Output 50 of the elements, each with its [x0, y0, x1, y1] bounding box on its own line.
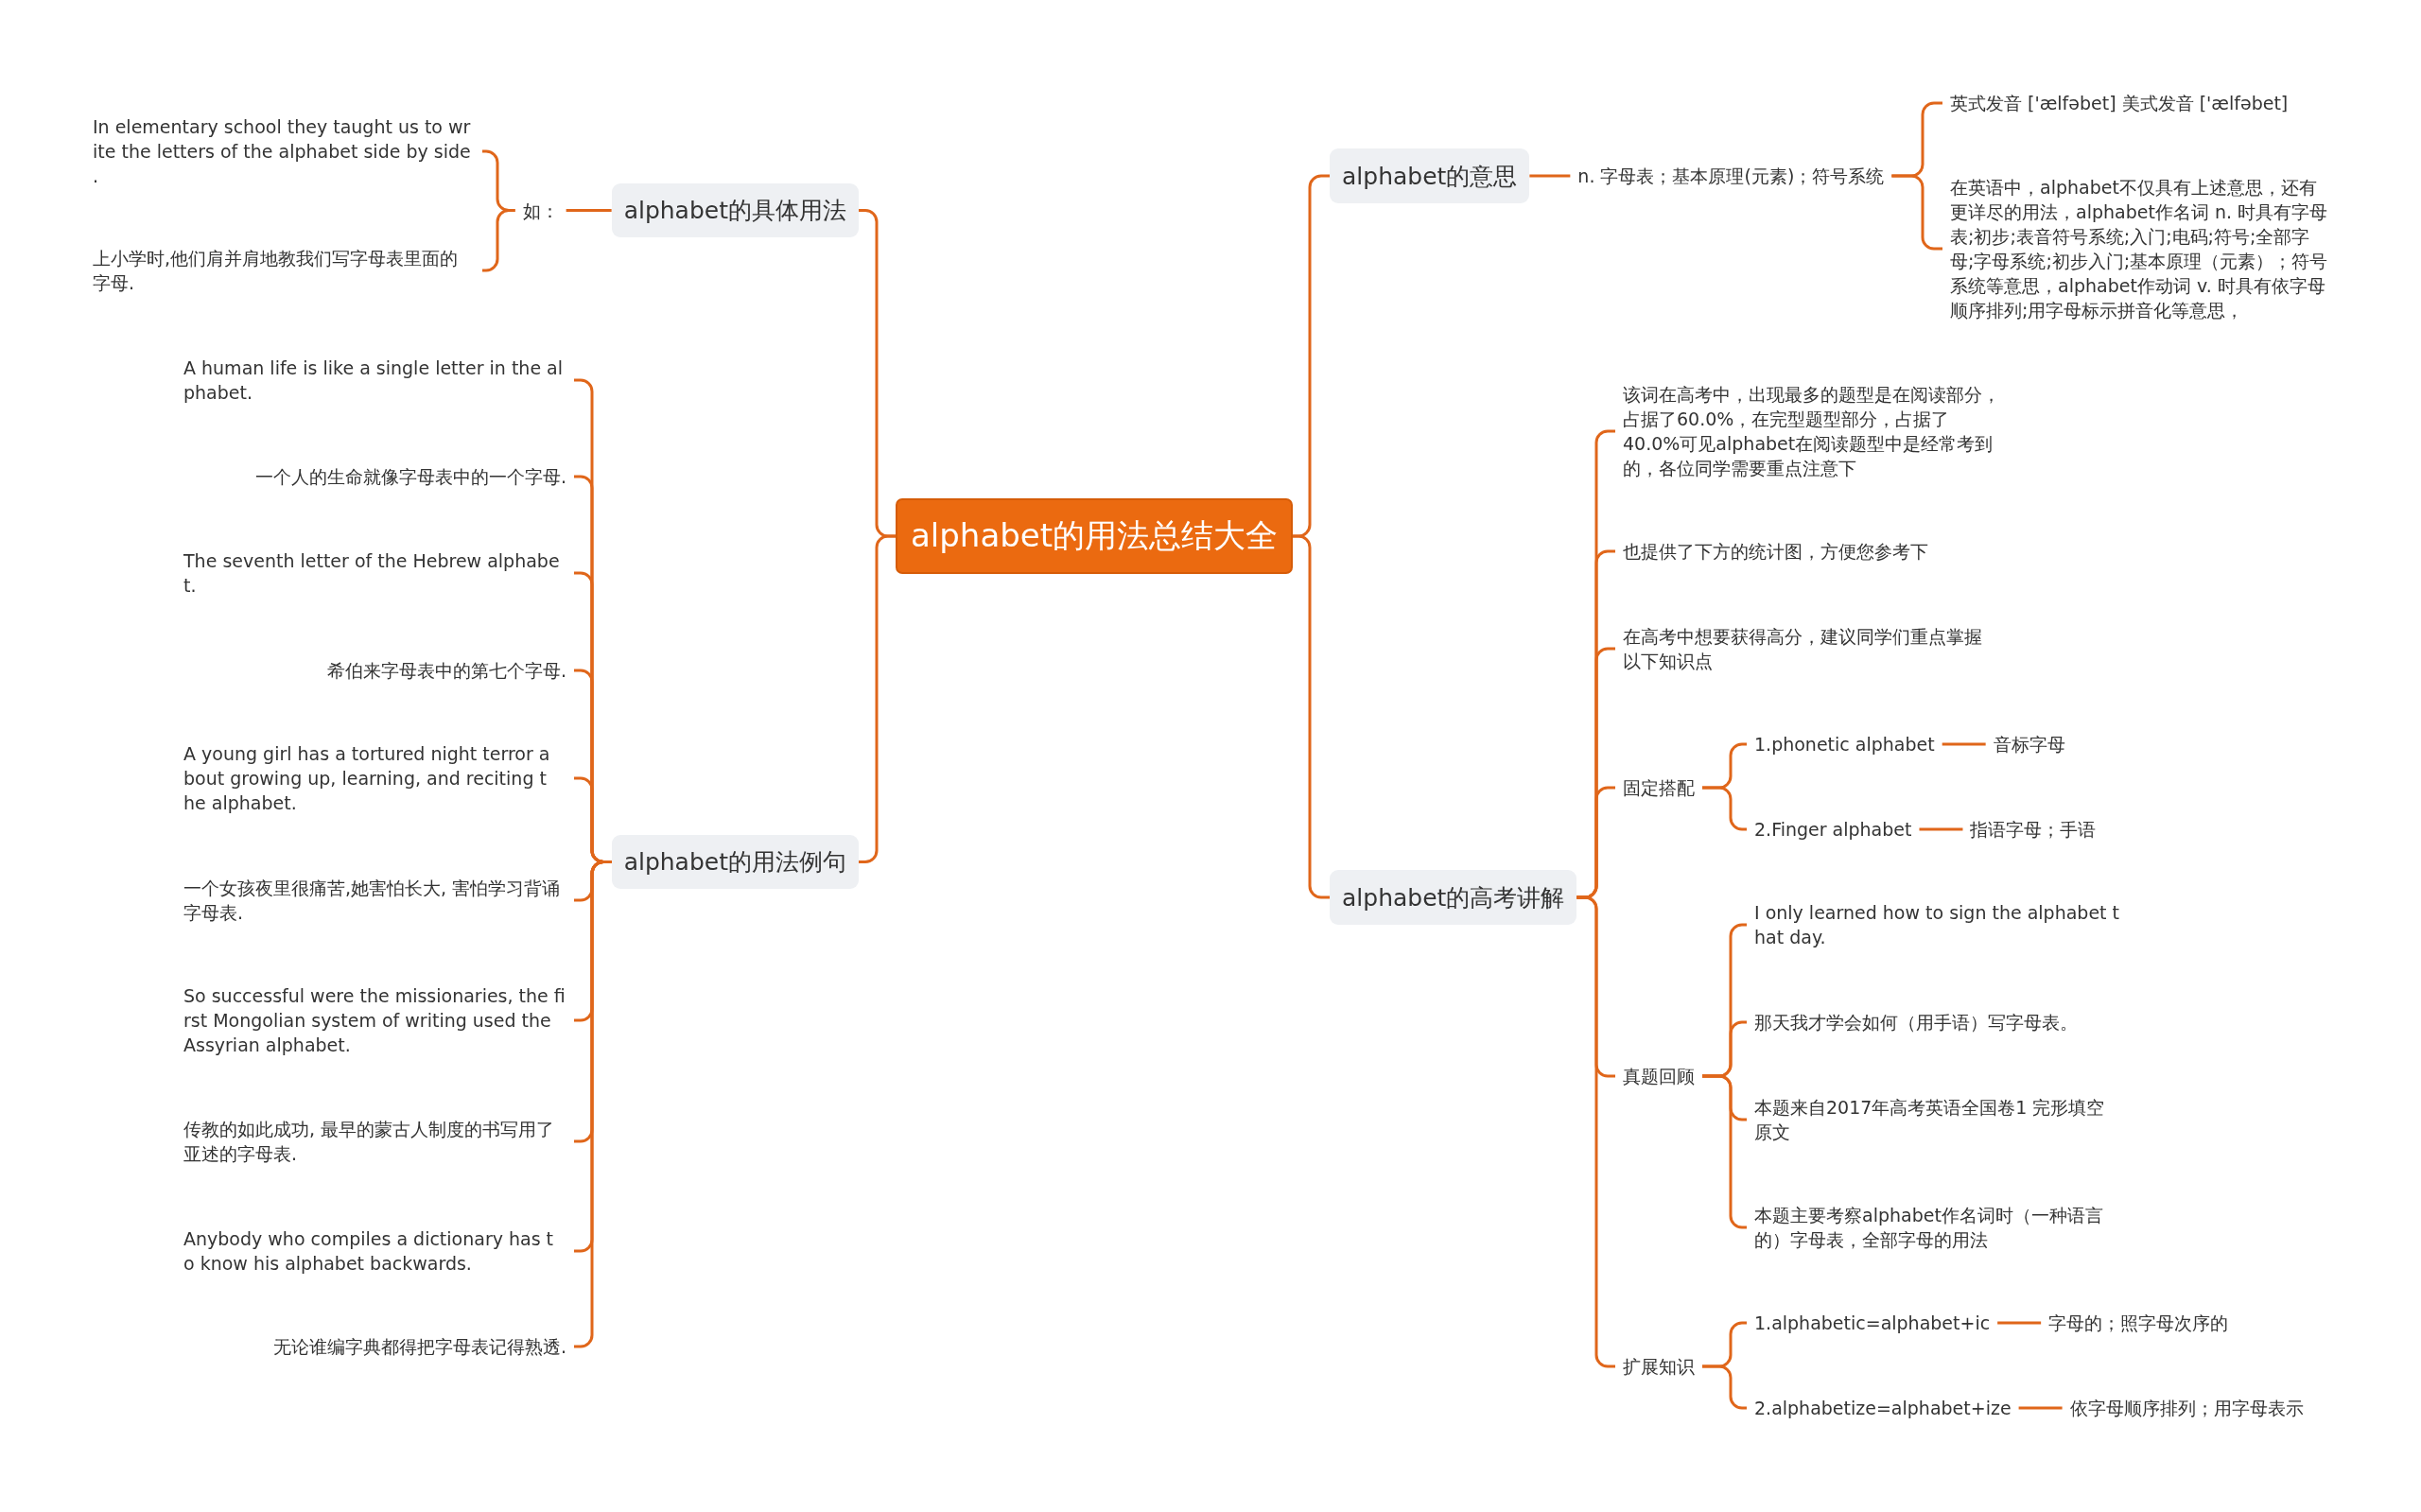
- subtopic-label: 如：: [514, 198, 566, 223]
- subtopic-label: 音标字母: [1985, 732, 2073, 756]
- subtopic-label: In elementary school they taught us to wr ite the letters of the alphabet side by side .: [85, 114, 482, 188]
- branch-line: [566, 209, 612, 212]
- subtopic-label: 2.alphabetize=alphabet+ize: [1747, 1396, 2019, 1420]
- subtopic-label: 2.Finger alphabet: [1747, 817, 1920, 842]
- subtopic-label: 那天我才学会如何（用手语）写字母表。: [1747, 1010, 2085, 1034]
- branch-line: [482, 209, 515, 272]
- subtopic-label: Anybody who compiles a dictionary has t o know his alphabet backwards.: [176, 1226, 574, 1276]
- subtopic-label: 传教的如此成功, 最早的蒙古人制度的书写用了亚述的字母表.: [176, 1117, 574, 1166]
- branch-topic: alphabet的具体用法: [611, 183, 859, 237]
- subtopic-label: A human life is like a single letter in the al phabet.: [176, 356, 574, 405]
- branch-topic: alphabet的高考讲解: [1330, 870, 1577, 925]
- subtopic-label: A young girl has a tortured night terror a bout growing up, learning, and reciting t he alphabet.: [176, 741, 574, 815]
- subtopic-label: 本题来自2017年高考英语全国卷1 完形填空原文: [1747, 1095, 2125, 1144]
- subtopic-label: 字母的；照字母次序的: [2041, 1311, 2237, 1335]
- branch-line: [1702, 1364, 1747, 1410]
- branch-line: [1529, 174, 1571, 178]
- subtopic-label: 扩展知识: [1615, 1354, 1702, 1379]
- subtopic-label: 一个人的生命就像字母表中的一个字母.: [247, 464, 574, 489]
- subtopic-label: I only learned how to sign the alphabet t hat day.: [1747, 900, 2144, 949]
- branch-line: [1997, 1321, 2042, 1325]
- subtopic-label: 依字母顺序排列；用字母表示: [2062, 1396, 2311, 1420]
- subtopic-label: 该词在高考中，出现最多的题型是在阅读部分，占据了60.0%，在完型题型部分，占据了40.0%可见alphabet在阅读题型中是经常考到的，各位同学需要重点注意下: [1615, 382, 2012, 480]
- branch-line: [1293, 534, 1330, 899]
- subtopic-label: 英式发音 ['ælfəbet] 美式发音 ['ælfəbet]: [1942, 91, 2296, 115]
- subtopic-label: 真题回顾: [1615, 1064, 1702, 1088]
- subtopic-label: 指语字母；手语: [1962, 817, 2104, 842]
- subtopic-label: 在高考中想要获得高分，建议同学们重点掌握以下知识点: [1615, 624, 1994, 673]
- subtopic-label: 一个女孩夜里很痛苦,她害怕长大, 害怕学习背诵字母表.: [176, 876, 574, 925]
- central-topic: alphabet的用法总结大全: [896, 498, 1293, 574]
- branch-line: [859, 534, 896, 863]
- subtopic-label: 1.alphabetic=alphabet+ic: [1747, 1311, 1998, 1335]
- branch-line: [2018, 1406, 2063, 1410]
- subtopic-label: 也提供了下方的统计图，方便您参考下: [1615, 539, 1936, 564]
- subtopic-label: The seventh letter of the Hebrew alphabe t.: [176, 548, 574, 598]
- branch-topic: alphabet的意思: [1330, 148, 1530, 203]
- subtopic-label: 本题主要考察alphabet作名词时（一种语言的）字母表，全部字母的用法: [1747, 1203, 2125, 1252]
- subtopic-label: n. 字母表；基本原理(元素)；符号系统: [1570, 164, 1892, 188]
- subtopic-label: 1.phonetic alphabet: [1747, 732, 1942, 756]
- branch-topic: alphabet的用法例句: [611, 835, 859, 889]
- branch-line: [1942, 742, 1986, 746]
- subtopic-label: 上小学时,他们肩并肩地教我们写字母表里面的字母.: [85, 246, 482, 295]
- subtopic-label: 无论谁编字典都得把字母表记得熟透.: [265, 1334, 574, 1359]
- subtopic-label: 固定搭配: [1615, 775, 1702, 800]
- subtopic-label: 在英语中，alphabet不仅具有上述意思，还有更详尽的用法，alphabet作名词 n. 时具有字母表;初步;表音符号系统;入门;电码;符号;全部字母;字母系统;初步入门;基本原理（元素）；符号系统等意思，alphabet作动词 v. 时具有依字母顺序排列;用字母标示拼音化等意思，: [1942, 175, 2340, 322]
- subtopic-label: 希伯来字母表中的第七个字母.: [319, 658, 574, 683]
- subtopic-label: So successful were the missionaries, the fi rst Mongolian system of writing used the Assyrian alphabet.: [176, 983, 574, 1057]
- branch-line: [1919, 827, 1963, 831]
- branch-line: [1702, 786, 1747, 831]
